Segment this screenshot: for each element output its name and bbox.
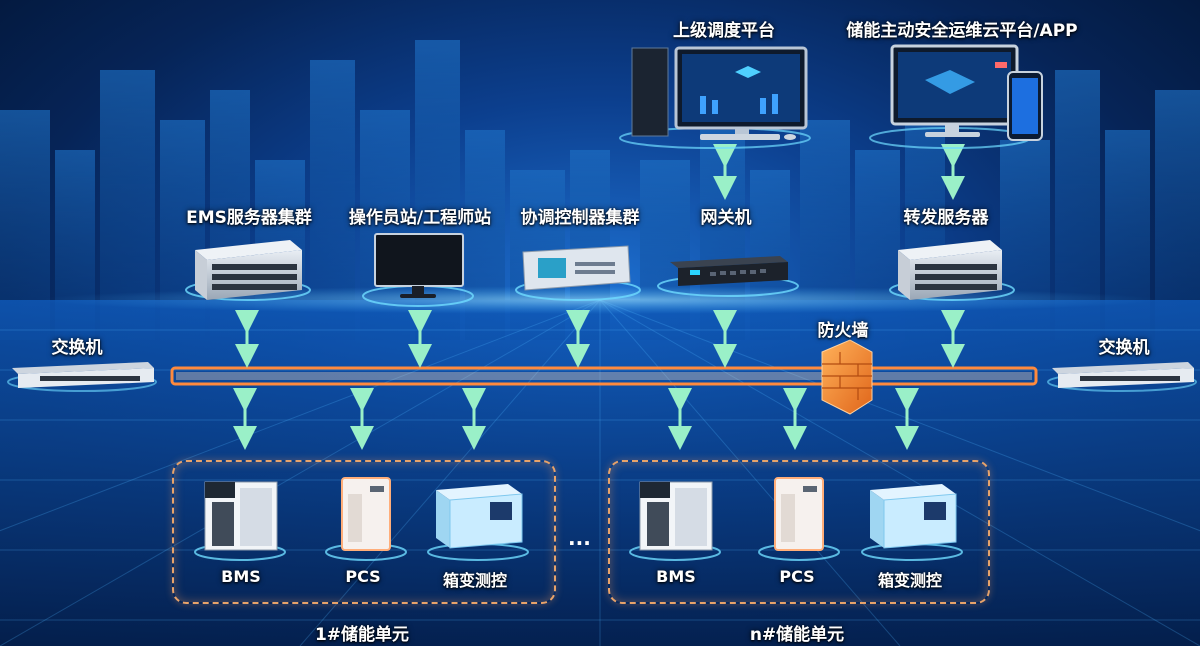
label-ems: EMS服务器集群	[186, 208, 312, 228]
network-bus-core	[176, 372, 1032, 380]
label-unitn-box: 箱变测控	[877, 571, 943, 590]
label-switch-left: 交换机	[51, 338, 103, 358]
server-rack-icon	[889, 240, 1015, 301]
bms-cabinet-icon	[629, 481, 721, 561]
label-unit1-bms: BMS	[221, 567, 261, 586]
switch-icon	[1047, 362, 1197, 392]
label-upper-platform: 上级调度平台	[673, 21, 775, 41]
network-bus	[170, 366, 1038, 386]
laptop-phone-icon	[869, 44, 1043, 149]
storage-unit-1-frame	[172, 460, 556, 604]
label-firewall: 防火墙	[817, 321, 869, 341]
floor-plane	[0, 300, 1200, 646]
storage-unit-n-frame	[608, 460, 990, 604]
desktop-computer-icon	[619, 46, 811, 149]
server-rack-icon	[185, 240, 311, 301]
box-transformer-icon	[861, 484, 963, 561]
label-cloud-platform: 储能主动安全运维云平台/APP	[846, 21, 1078, 41]
unit-ellipsis: ...	[568, 526, 591, 550]
label-operator: 操作员站/工程师站	[348, 208, 492, 228]
label-unitn-pcs: PCS	[779, 567, 815, 586]
pcs-cabinet-icon	[325, 477, 407, 561]
gateway-icon	[657, 256, 799, 297]
pcs-cabinet-icon	[758, 477, 840, 561]
firewall-icon	[821, 339, 873, 415]
label-gateway: 网关机	[700, 208, 752, 228]
label-coord: 协调控制器集群	[520, 208, 640, 228]
label-unit1-pcs: PCS	[345, 567, 381, 586]
controller-icon	[515, 245, 641, 301]
label-forward: 转发服务器	[903, 208, 989, 228]
connection-arrows	[233, 144, 965, 450]
switch-icon	[7, 362, 157, 392]
floor-grid	[0, 299, 1200, 646]
label-unit1-title: 1#储能单元	[314, 625, 410, 645]
label-unitn-bms: BMS	[656, 567, 696, 586]
box-transformer-icon	[427, 484, 529, 561]
label-switch-right: 交换机	[1098, 338, 1150, 358]
label-unitn-title: n#储能单元	[749, 625, 845, 645]
monitor-icon	[362, 233, 474, 307]
label-unit1-box: 箱变测控	[442, 571, 508, 590]
bms-cabinet-icon	[194, 481, 286, 561]
